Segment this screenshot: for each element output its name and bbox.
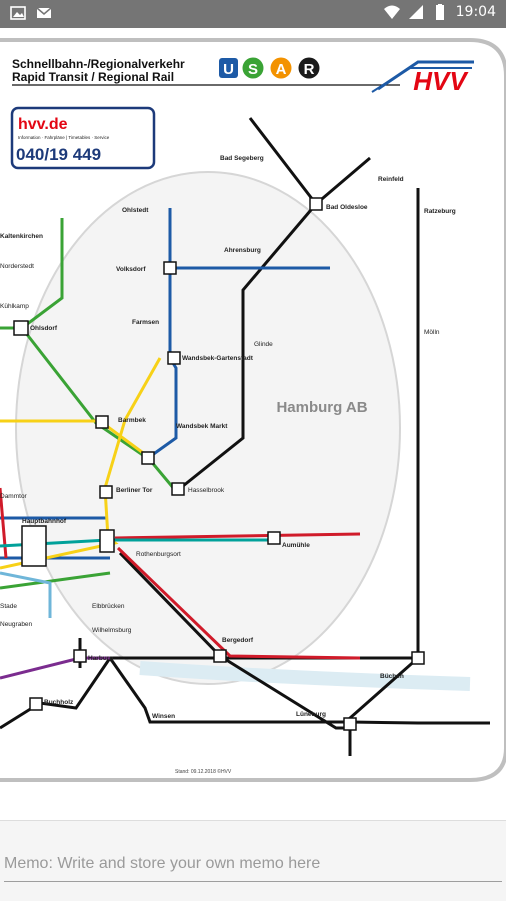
zone-ab — [15, 171, 401, 685]
label-moelln: Mölln — [424, 329, 440, 336]
zone-label: Hamburg AB — [276, 399, 367, 416]
header-line2: Rapid Transit / Regional Rail — [12, 70, 174, 84]
info-phone: 040/19 449 — [16, 145, 101, 164]
label-lueneburg: Lüneburg — [296, 711, 326, 718]
label-hasselbrook: Hasselbrook — [188, 487, 225, 494]
badge-a: A — [276, 61, 287, 78]
label-rothenburgsort: Rothenburgsort — [136, 551, 181, 558]
node-hauptbahnhof — [99, 529, 115, 553]
info-site: hvv.de — [18, 116, 68, 133]
label-bad-segeberg: Bad Segeberg — [220, 155, 264, 162]
label-ahrensburg: Ahrensburg — [224, 247, 261, 254]
node-hasselbrook — [171, 482, 185, 496]
node-buchholz — [29, 697, 43, 711]
gallery-icon — [10, 6, 26, 20]
hvv-logo: HVV — [371, 60, 474, 96]
label-buechen: Büchen — [380, 673, 404, 680]
node-berliner-tor — [99, 485, 113, 499]
transit-map[interactable]: Schnellbahn-/Regionalverkehr Rapid Trans… — [0, 28, 506, 808]
battery-icon — [435, 4, 444, 20]
node-ohlsdorf — [13, 320, 29, 336]
label-bad-oldesloe: Bad Oldesloe — [326, 204, 368, 211]
status-time: 19:04 — [455, 4, 496, 20]
label-barmbek: Barmbek — [118, 417, 146, 424]
line-badges: U S A R — [219, 57, 320, 79]
map-footer: Stand: 09.12.2018 ©HVV — [175, 768, 232, 775]
label-bergedorf: Bergedorf — [222, 637, 254, 644]
label-farmsen: Farmsen — [132, 319, 159, 326]
info-subtitle: Information · Fahrpläne | Timetables · S… — [18, 135, 110, 140]
label-harburg: Harburg — [88, 655, 113, 662]
status-bar: 19:04 — [0, 0, 506, 28]
label-hauptbahnhof: Hauptbahnhof — [22, 518, 67, 525]
interchanges — [13, 197, 425, 731]
badge-r: R — [304, 61, 315, 78]
badge-u: U — [223, 61, 234, 78]
label-neugraben: Neugraben — [0, 621, 33, 628]
label-volksdorf: Volksdorf — [116, 266, 146, 273]
label-winsen: Winsen — [152, 713, 175, 720]
label-wandsbek-markt: Wandsbek Markt — [176, 423, 228, 430]
label-ohlsdorf: Ohlsdorf — [30, 325, 58, 332]
map-frame — [0, 38, 506, 782]
badge-s: S — [248, 61, 258, 78]
s-bahn-green — [0, 218, 177, 590]
label-dammtor: Dammtor — [0, 493, 28, 500]
label-ohlstedt: Ohlstedt — [122, 207, 149, 214]
label-reinfeld: Reinfeld — [378, 176, 404, 183]
node-buechen — [411, 651, 425, 665]
node-aumuehle — [267, 531, 281, 545]
memo-bar — [0, 820, 506, 901]
signal-icon — [408, 5, 423, 19]
transit-map-view[interactable]: Schnellbahn-/Regionalverkehr Rapid Trans… — [0, 28, 506, 808]
node-bergedorf — [213, 649, 227, 663]
u-bahn-lines — [0, 208, 330, 560]
label-berliner-tor: Berliner Tor — [116, 487, 153, 494]
label-norderstedt: Norderstedt — [0, 263, 34, 270]
node-wandsbek-markt — [141, 451, 155, 465]
hvv-logo-text: HVV — [413, 66, 469, 96]
badge-r-bg — [298, 57, 320, 79]
badge-a-bg — [270, 57, 292, 79]
node-bad-oldesloe — [309, 197, 323, 211]
node-jungfernstieg — [21, 525, 47, 567]
label-buchholz: Buchholz — [44, 699, 74, 706]
label-stade: Stade — [0, 603, 17, 610]
node-barmbek — [95, 415, 109, 429]
memo-input[interactable] — [4, 847, 502, 882]
header-line1: Schnellbahn-/Regionalverkehr — [12, 57, 185, 71]
node-wandsbek-gartenstadt — [167, 351, 181, 365]
label-kuehlkamp: Kühlkamp — [0, 303, 29, 310]
mail-icon — [36, 7, 52, 18]
label-glinde: Glinde — [254, 341, 273, 348]
label-elbbruecken: Elbbrücken — [92, 603, 125, 610]
label-ratzeburg: Ratzeburg — [424, 208, 456, 215]
label-wandsbek-gartenstadt: Wandsbek-Gartenstadt — [182, 355, 254, 362]
info-box: hvv.de Information · Fahrpläne | Timetab… — [10, 106, 156, 170]
wifi-icon — [383, 5, 400, 19]
node-volksdorf — [163, 261, 177, 275]
label-kaltenkirchen: Kaltenkirchen — [0, 233, 43, 240]
river-elbe — [139, 661, 471, 691]
badge-s-bg — [242, 57, 264, 79]
label-wilhelmsburg: Wilhelmsburg — [92, 627, 132, 634]
node-harburg — [73, 649, 87, 663]
label-aumuehle: Aumühle — [282, 542, 310, 549]
node-lueneburg — [343, 717, 357, 731]
badge-u-bg — [219, 58, 238, 78]
